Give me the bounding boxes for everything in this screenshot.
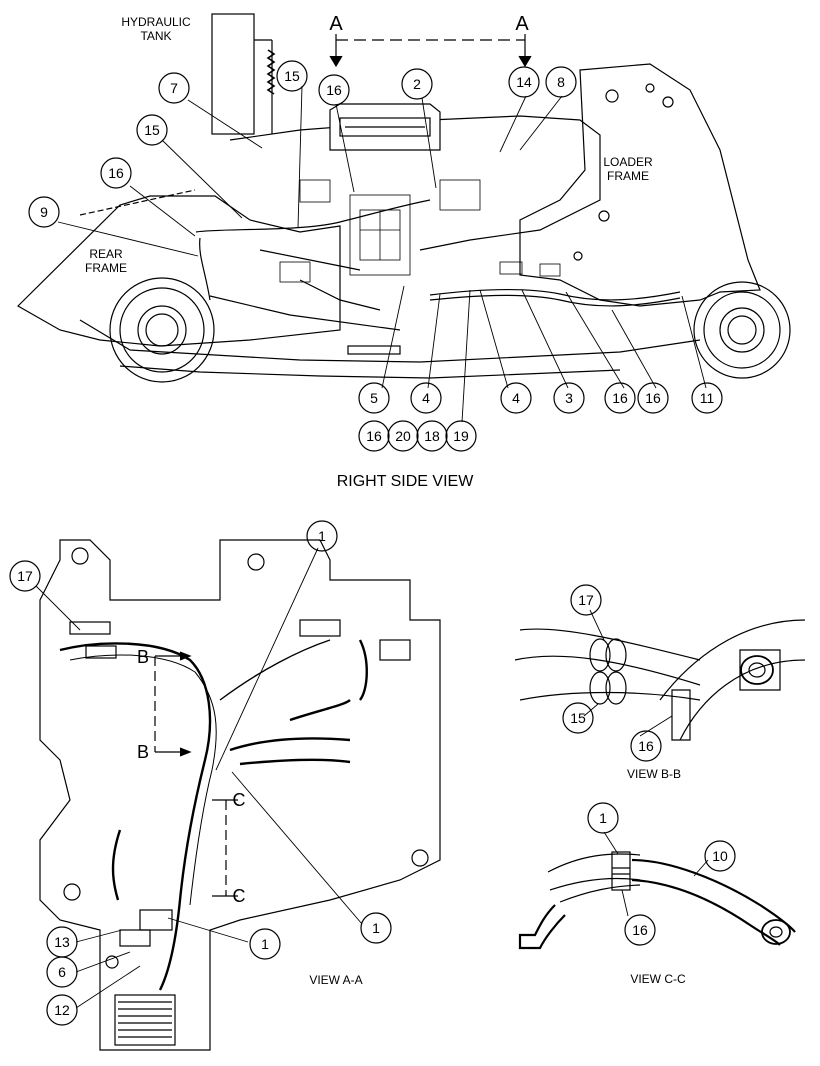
callout-number: 16: [612, 390, 628, 406]
callout-number: 16: [326, 82, 342, 98]
callout-number: 16: [108, 165, 124, 181]
callout-number: 20: [395, 428, 411, 444]
hydraulic-tank: [211, 13, 255, 135]
loader-frame-label-2: FRAME: [607, 169, 649, 183]
rear-frame-label-2: FRAME: [85, 261, 127, 275]
callout-number: 15: [284, 68, 300, 84]
loader-frame: [519, 63, 761, 307]
callout-number: 1: [372, 920, 380, 936]
callout-number: 7: [170, 80, 178, 96]
section-marker-c: [212, 799, 238, 897]
section-a-right: A: [515, 13, 529, 35]
rear-frame-label: REAR: [89, 247, 123, 261]
callout-number: 11: [700, 390, 715, 406]
radiator-grill: [114, 994, 176, 1046]
section-c-lower: C: [233, 886, 246, 906]
callout-number: 4: [512, 390, 520, 406]
callout-number: 9: [40, 204, 48, 220]
callout-number: 2: [413, 76, 421, 92]
section-b-upper: B: [137, 647, 149, 667]
rear-wheel-hub: [109, 277, 215, 383]
callout-number: 6: [58, 964, 66, 980]
callout-number: 15: [144, 122, 160, 138]
section-marker-a: [329, 34, 532, 68]
section-a-left: A: [329, 13, 343, 35]
callout-number: 1: [599, 810, 607, 826]
callout-number: 16: [366, 428, 382, 444]
frame-outline: [39, 539, 441, 1051]
view-c-c-drawing: [518, 851, 796, 950]
callout-number: 8: [557, 74, 565, 90]
callout-number: 16: [632, 922, 648, 938]
callout-numbers: 7 15 16 2 14 8 15 16 9 5 4 4 3 16 16 11 …: [17, 68, 728, 1018]
callout-number: 4: [422, 390, 430, 406]
section-b-lower: B: [137, 742, 149, 762]
callout-number: 10: [712, 848, 728, 864]
view-b-b-caption: VIEW B-B: [627, 767, 681, 781]
section-c-upper: C: [233, 790, 246, 810]
callout-number: 15: [570, 710, 586, 726]
right-side-view-caption: RIGHT SIDE VIEW: [337, 473, 475, 490]
callout-number: 3: [565, 390, 573, 406]
leader-lines: [35, 85, 709, 1009]
callout-number: 17: [17, 568, 33, 584]
front-wheel-hub: [693, 281, 791, 379]
hose-lines-a: [59, 642, 212, 991]
callout-number: 5: [370, 390, 378, 406]
view-a-a-caption: VIEW A-A: [309, 973, 362, 987]
hydraulic-tank-label-2: TANK: [140, 29, 171, 43]
callout-number: 12: [54, 1002, 70, 1018]
callout-circles: [9, 60, 736, 1026]
view-b-b-drawing: [514, 619, 806, 741]
rear-frame: [17, 195, 341, 347]
callout-number: 1: [318, 528, 326, 544]
view-c-c-caption: VIEW C-C: [630, 972, 686, 986]
frame-labels: HYDRAULIC TANK REAR FRAME LOADER FRAME A…: [85, 13, 686, 987]
callout-number: 17: [578, 592, 594, 608]
section-marker-b: [154, 651, 192, 757]
callout-number: 13: [54, 934, 70, 950]
hydraulic-tank-label: HYDRAULIC: [121, 15, 191, 29]
loader-frame-label: LOADER: [603, 155, 653, 169]
callout-number: 1: [261, 936, 269, 952]
hose-lines: [195, 199, 431, 233]
callout-number: 16: [645, 390, 661, 406]
callout-number: 16: [638, 738, 654, 754]
callout-number: 14: [516, 74, 532, 90]
callout-number: 19: [453, 428, 469, 444]
view-a-a-drawing: [39, 539, 441, 1051]
right-side-view-drawing: [17, 13, 791, 383]
callout-number: 18: [424, 428, 440, 444]
